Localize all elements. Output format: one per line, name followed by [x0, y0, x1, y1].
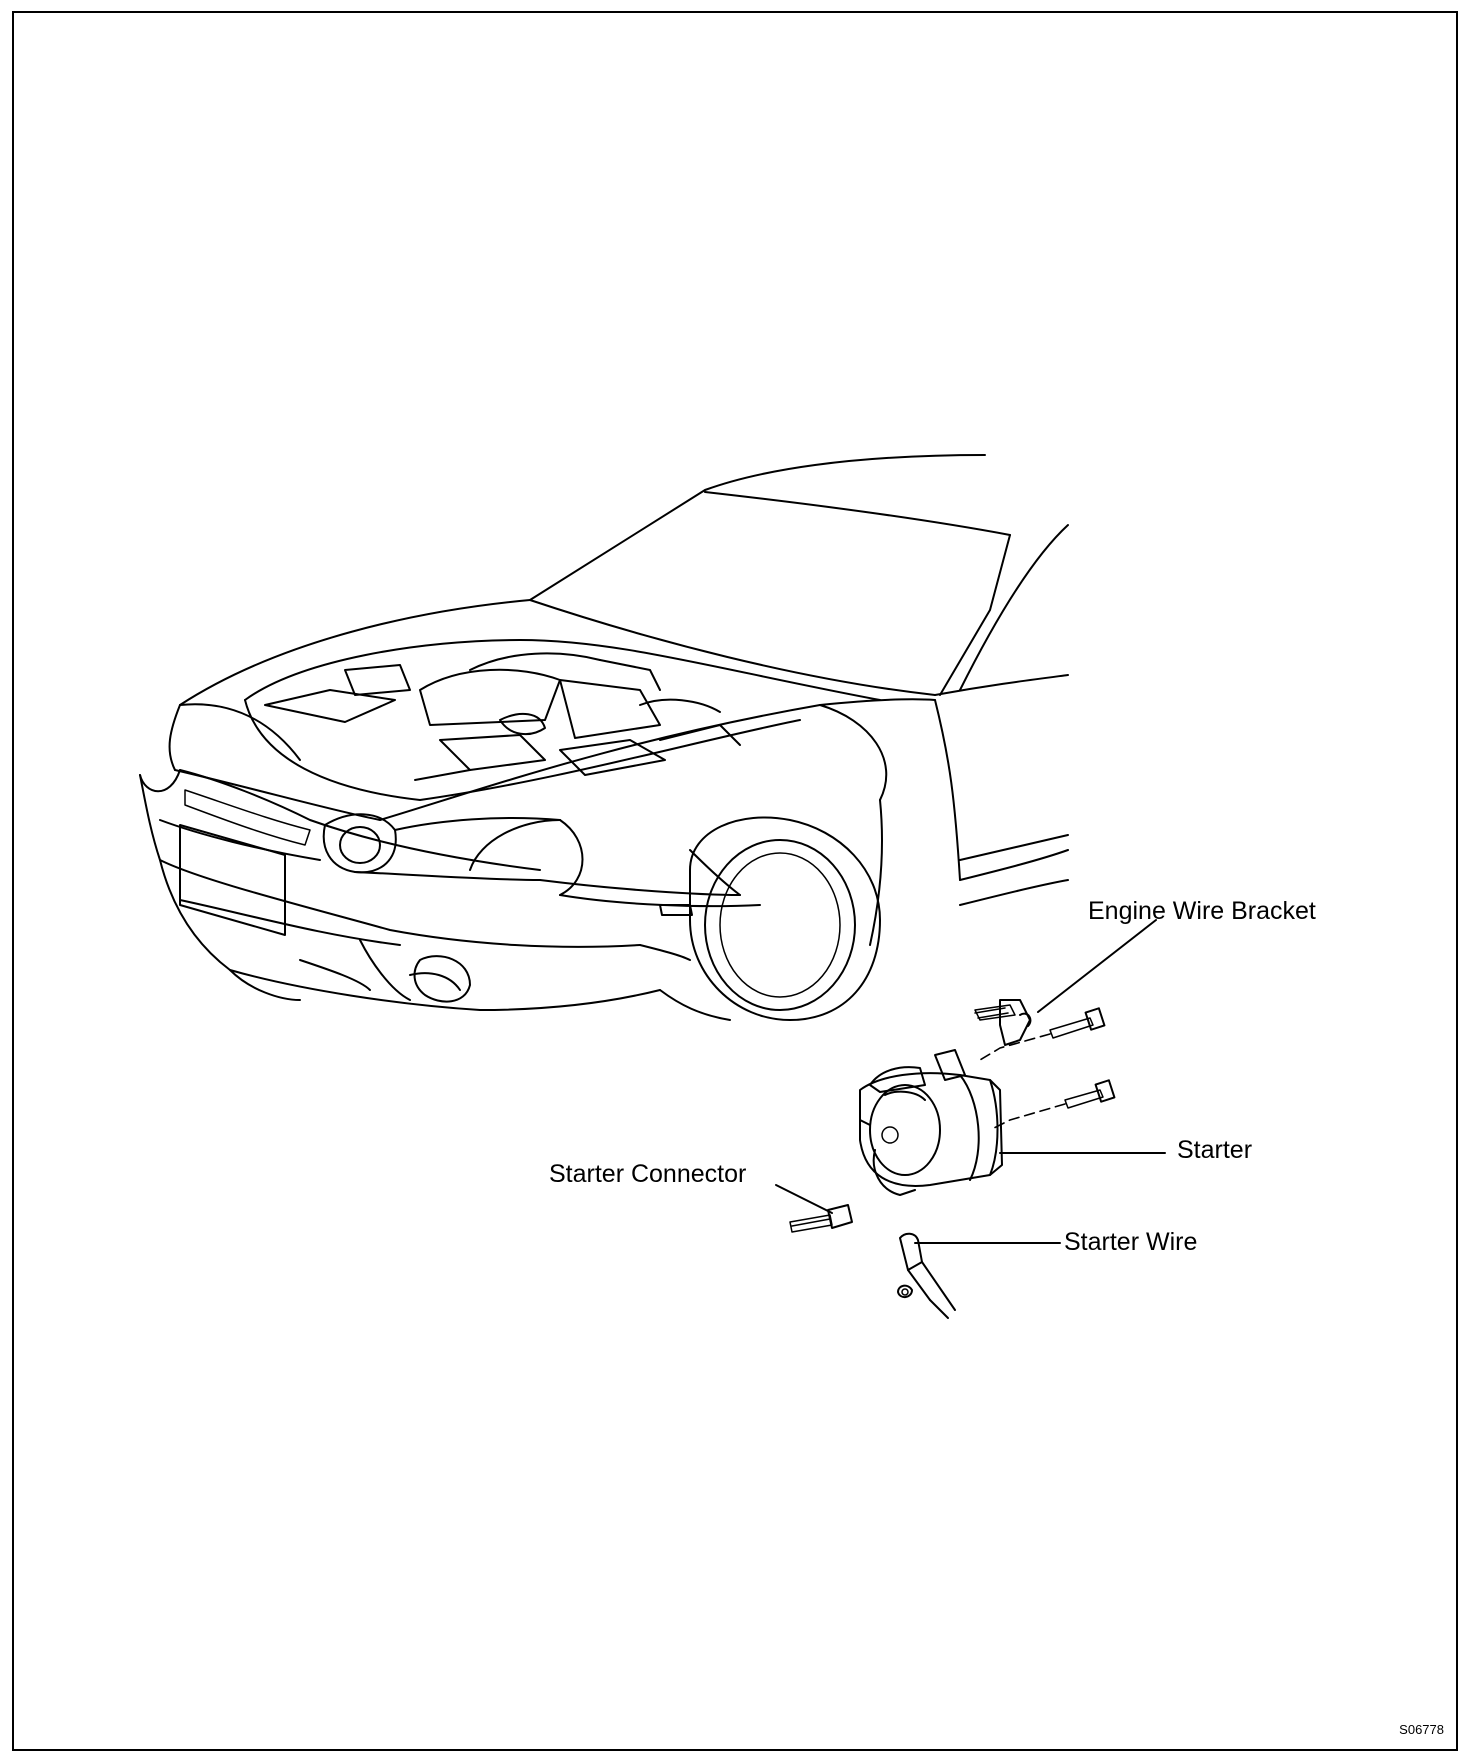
- leader-engine-wire-bracket: [1037, 919, 1157, 1013]
- leader-lines: [775, 919, 1166, 1244]
- label-starter-wire: Starter Wire: [1064, 1228, 1198, 1256]
- diagram-frame: [12, 11, 1458, 1751]
- starter-wire-part: [897, 1232, 956, 1319]
- starter-bolt: [1064, 1079, 1116, 1109]
- label-starter: Starter: [1177, 1136, 1253, 1164]
- figure-code: S06778: [1399, 1722, 1444, 1737]
- bracket-bolt: [1049, 1007, 1106, 1039]
- engine-wire-bracket-part: [974, 999, 1032, 1046]
- leader-starter-connector: [775, 1184, 833, 1214]
- starter-exploded-view: [789, 999, 1116, 1319]
- starter-motor-part: [859, 1049, 1003, 1196]
- starter-connector-part: [789, 1204, 853, 1233]
- label-engine-wire-bracket: Engine Wire Bracket: [1088, 897, 1316, 925]
- label-starter-connector: Starter Connector: [549, 1160, 747, 1188]
- car-illustration: [139, 454, 1069, 1021]
